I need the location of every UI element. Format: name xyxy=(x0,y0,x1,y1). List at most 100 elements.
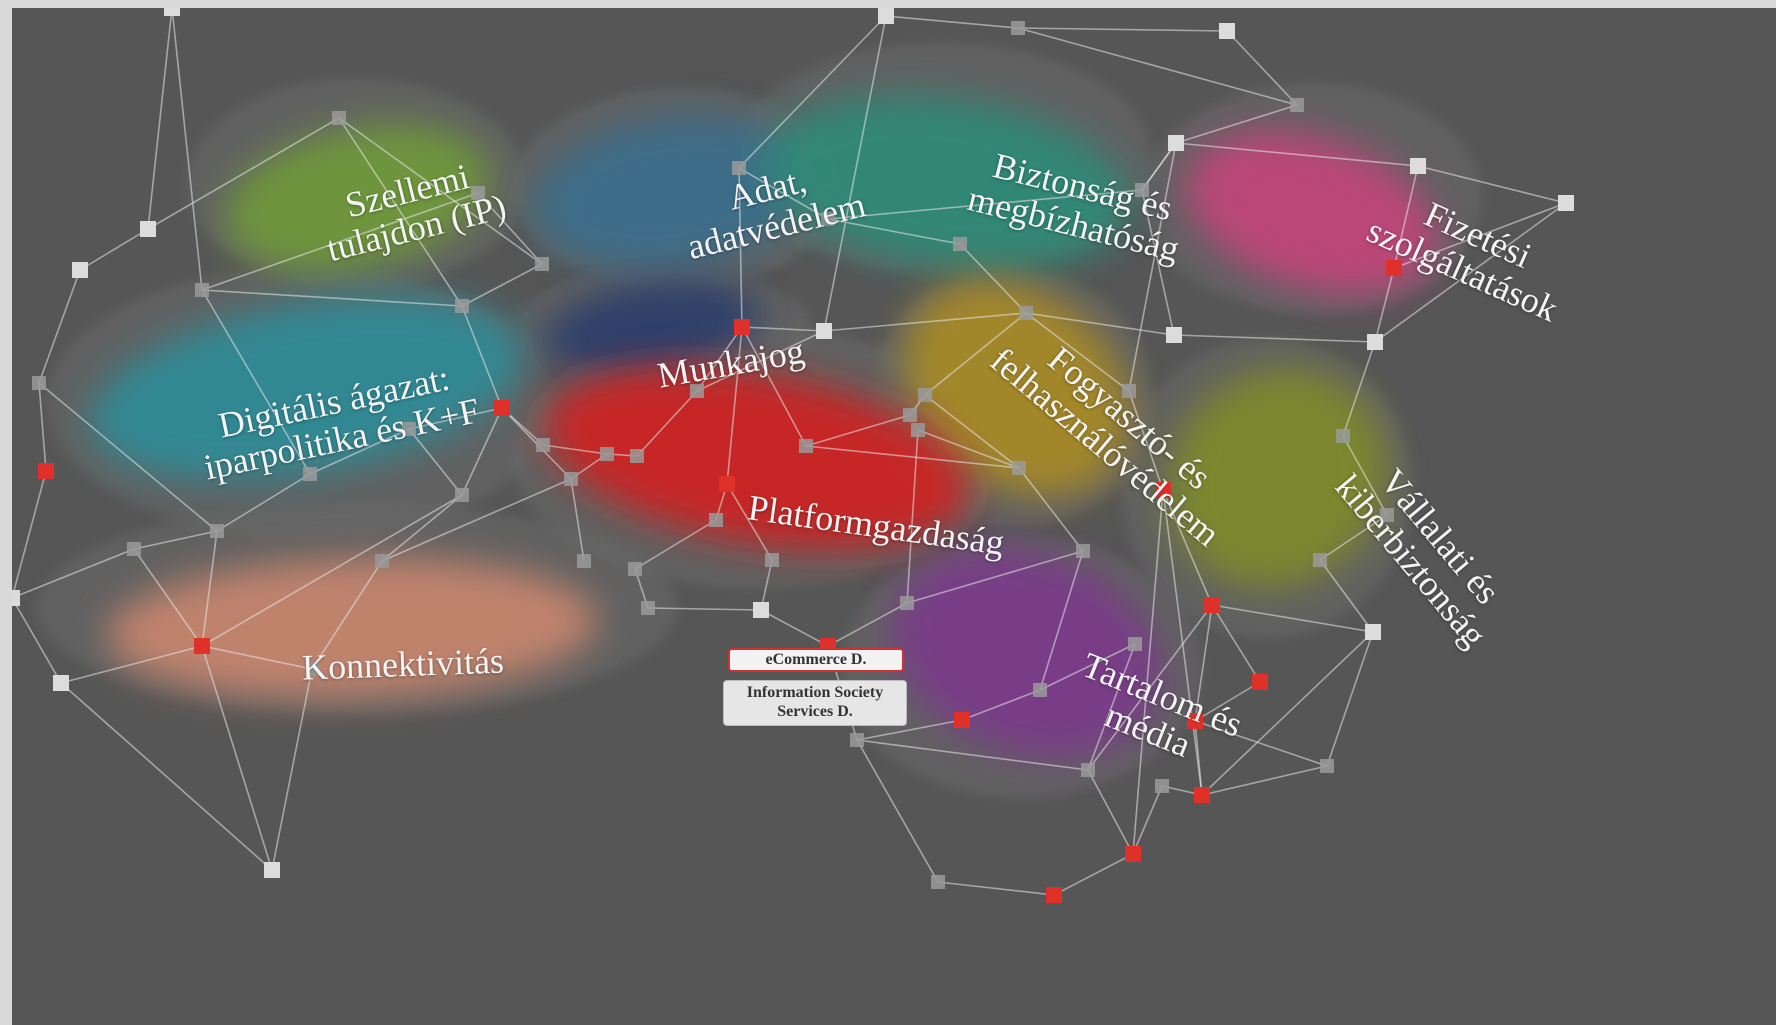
network-node xyxy=(799,439,813,453)
network-edge xyxy=(542,444,608,455)
network-node xyxy=(1410,158,1426,174)
network-edge xyxy=(827,189,1143,220)
information-society-directive-tag: Information Society Services D. xyxy=(723,680,907,726)
network-canvas xyxy=(12,8,1574,903)
network-edge xyxy=(1374,202,1567,343)
network-node xyxy=(918,388,932,402)
network-edge xyxy=(906,550,1084,604)
network-edge xyxy=(1039,643,1136,691)
network-edge xyxy=(937,881,1055,896)
network-edge xyxy=(1039,550,1084,691)
network-node xyxy=(455,488,469,502)
network-edge xyxy=(1319,559,1374,633)
network-node xyxy=(264,862,280,878)
network-edge xyxy=(133,530,218,550)
network-node xyxy=(53,675,69,691)
network-node-highlight xyxy=(734,319,750,335)
network-diagram: Szellemi tulajdon (IP) Adat, adatvédelem… xyxy=(12,8,1776,1025)
network-edge xyxy=(1211,604,1261,683)
network-edge xyxy=(12,470,47,599)
network-node-highlight xyxy=(494,400,510,416)
network-edge xyxy=(477,192,543,265)
topic-cluster-platform xyxy=(544,366,970,550)
network-node xyxy=(140,221,156,237)
network-edge xyxy=(1393,202,1567,269)
network-edge xyxy=(1342,435,1388,516)
network-node xyxy=(1558,195,1574,211)
network-node xyxy=(305,662,319,676)
network-node xyxy=(332,111,346,125)
network-edge xyxy=(741,326,825,332)
network-edge xyxy=(1226,30,1298,106)
network-edge xyxy=(1025,312,1130,392)
network-edge xyxy=(201,530,218,647)
network-node-highlight xyxy=(719,476,735,492)
network-edge xyxy=(461,305,503,409)
network-node xyxy=(1011,21,1025,35)
network-node xyxy=(1219,23,1235,39)
network-edge xyxy=(1017,27,1298,106)
network-node xyxy=(953,237,967,251)
network-node xyxy=(1135,183,1149,197)
network-edge xyxy=(741,326,807,447)
network-edge xyxy=(1141,189,1175,336)
network-edge xyxy=(1319,514,1388,561)
network-node-highlight xyxy=(38,463,54,479)
network-edge xyxy=(634,519,717,570)
network-node xyxy=(1320,759,1334,773)
network-edge xyxy=(647,607,762,611)
network-edge xyxy=(12,597,62,684)
topic-cluster-data xyxy=(532,116,812,270)
network-edge xyxy=(856,739,1089,771)
topic-cluster-ip xyxy=(224,123,490,273)
network-edge xyxy=(1175,104,1298,144)
network-edge xyxy=(823,15,887,332)
network-edge xyxy=(1053,853,1134,896)
network-edge xyxy=(147,8,173,230)
network-edge xyxy=(924,312,1027,396)
network-node xyxy=(1290,98,1304,112)
network-edge xyxy=(760,609,829,647)
network-edge xyxy=(201,289,463,307)
network-node xyxy=(164,8,180,16)
network-edge xyxy=(1087,769,1134,855)
network-nodes xyxy=(12,8,1574,903)
network-edge xyxy=(201,645,313,670)
network-node-highlight xyxy=(194,638,210,654)
network-edge xyxy=(827,218,961,245)
network-node xyxy=(911,423,925,437)
network-node xyxy=(1033,683,1047,697)
network-node-highlight xyxy=(1252,674,1268,690)
network-edge xyxy=(381,478,572,562)
network-node xyxy=(455,299,469,313)
topic-cluster-labour xyxy=(542,280,762,376)
topic-cluster-payments xyxy=(1186,131,1438,295)
network-edge xyxy=(60,645,203,684)
network-edge xyxy=(823,312,1027,332)
network-edge xyxy=(38,382,218,532)
network-node xyxy=(535,257,549,271)
network-node-highlight xyxy=(1386,260,1402,276)
network-edge xyxy=(1194,681,1261,722)
network-node xyxy=(690,384,704,398)
network-edge xyxy=(570,478,585,562)
network-edge xyxy=(381,494,463,562)
network-edge xyxy=(171,8,203,291)
network-node xyxy=(1367,334,1383,350)
network-node xyxy=(1076,544,1090,558)
network-edge xyxy=(1087,643,1136,771)
network-node xyxy=(577,554,591,568)
network-edge xyxy=(1194,604,1213,722)
network-node-highlight xyxy=(1204,597,1220,613)
network-edge xyxy=(760,559,773,611)
network-edge xyxy=(133,548,203,647)
network-edge xyxy=(1194,720,1328,767)
network-edge xyxy=(1393,165,1419,269)
network-edge xyxy=(338,117,543,265)
network-edge xyxy=(738,167,743,328)
network-edge xyxy=(201,289,311,475)
topic-cluster-content xyxy=(891,547,1163,759)
network-node xyxy=(1166,327,1182,343)
network-edge xyxy=(805,445,1020,469)
network-edge xyxy=(408,407,503,430)
